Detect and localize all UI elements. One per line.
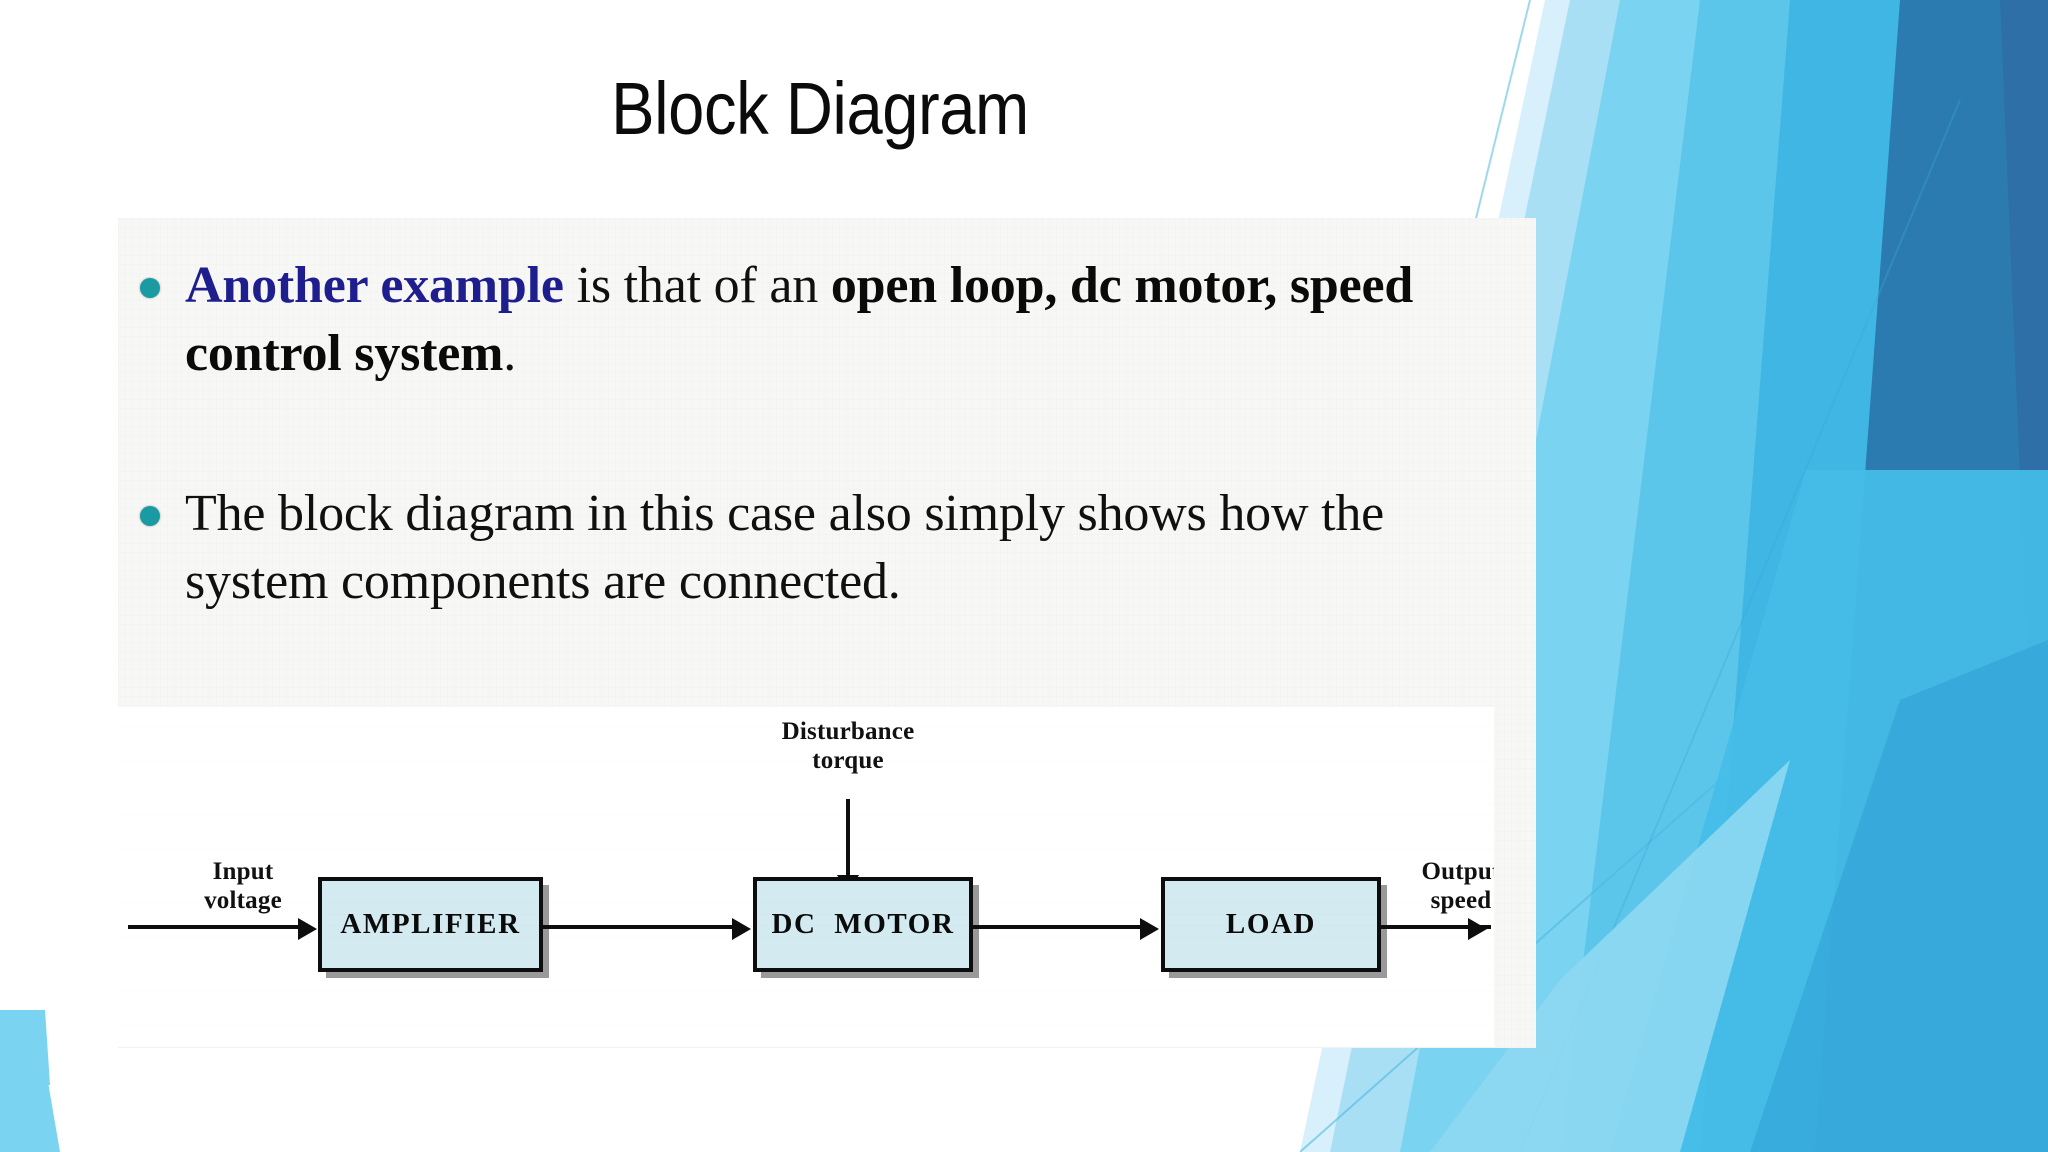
bullet-1-segment-2: open loop, dc motor, speed control syste…	[185, 257, 1414, 382]
block-load-label: LOAD	[1225, 908, 1317, 940]
bullet-item-1: Another example is that of an open loop,…	[140, 252, 1530, 387]
arrowhead-motor-input	[732, 918, 751, 940]
wire-amplifier-to-motor	[543, 925, 738, 929]
deco-shape-topleft-notch	[0, 0, 14, 40]
slide-title: Block Diagram	[611, 67, 1029, 150]
bullet-1-segment-0: Another example	[185, 257, 564, 314]
bullet-dot-icon	[140, 278, 160, 298]
bullet-1-segment-1: is that of an	[563, 257, 831, 314]
block-diagram-figure: Disturbance torque Input voltage AMPLIFI…	[118, 707, 1494, 1047]
bullet-1-segment-3: .	[503, 324, 517, 382]
wire-disturbance-vertical	[846, 799, 850, 881]
wire-input	[128, 925, 303, 929]
bullet-2-segment-0: The block diagram in this case also simp…	[185, 485, 1385, 610]
deco-hairline-3	[1519, 99, 1961, 1152]
block-dc-motor: DC MOTOR	[753, 877, 973, 972]
bullet-2-text: The block diagram in this case also simp…	[185, 480, 1530, 615]
deco-left-accent-shape	[0, 1082, 60, 1152]
deco-shape-dark-right	[1900, 0, 2048, 1152]
block-amplifier: AMPLIFIER	[318, 877, 543, 972]
block-load: LOAD	[1161, 877, 1381, 972]
deco-shape-dark-mid	[1790, 0, 2048, 1152]
arrowhead-output	[1468, 918, 1487, 940]
block-amplifier-label: AMPLIFIER	[340, 908, 521, 940]
output-speed-label: Output speed	[1421, 858, 1494, 914]
arrowhead-input	[298, 918, 317, 940]
bullet-1-text: Another example is that of an open loop,…	[185, 252, 1530, 387]
deco-hairline-4	[1619, 479, 1831, 1152]
bullet-dot-icon	[140, 506, 160, 526]
block-dc-motor-label: DC MOTOR	[771, 908, 955, 940]
input-voltage-label: Input voltage	[204, 858, 282, 914]
deco-shape-blue-cross	[1610, 470, 2048, 1152]
disturbance-torque-label: Disturbance torque	[781, 718, 915, 774]
deco-shape-blue-cross-2	[1750, 640, 2048, 1152]
wire-motor-to-load	[973, 925, 1148, 929]
deco-left-accent-shape-2	[0, 1010, 50, 1085]
wire-output	[1381, 925, 1491, 929]
deco-shape-blue-a	[1600, 0, 1900, 1152]
arrowhead-load-input	[1140, 918, 1159, 940]
bullet-item-2: The block diagram in this case also simp…	[140, 480, 1530, 615]
